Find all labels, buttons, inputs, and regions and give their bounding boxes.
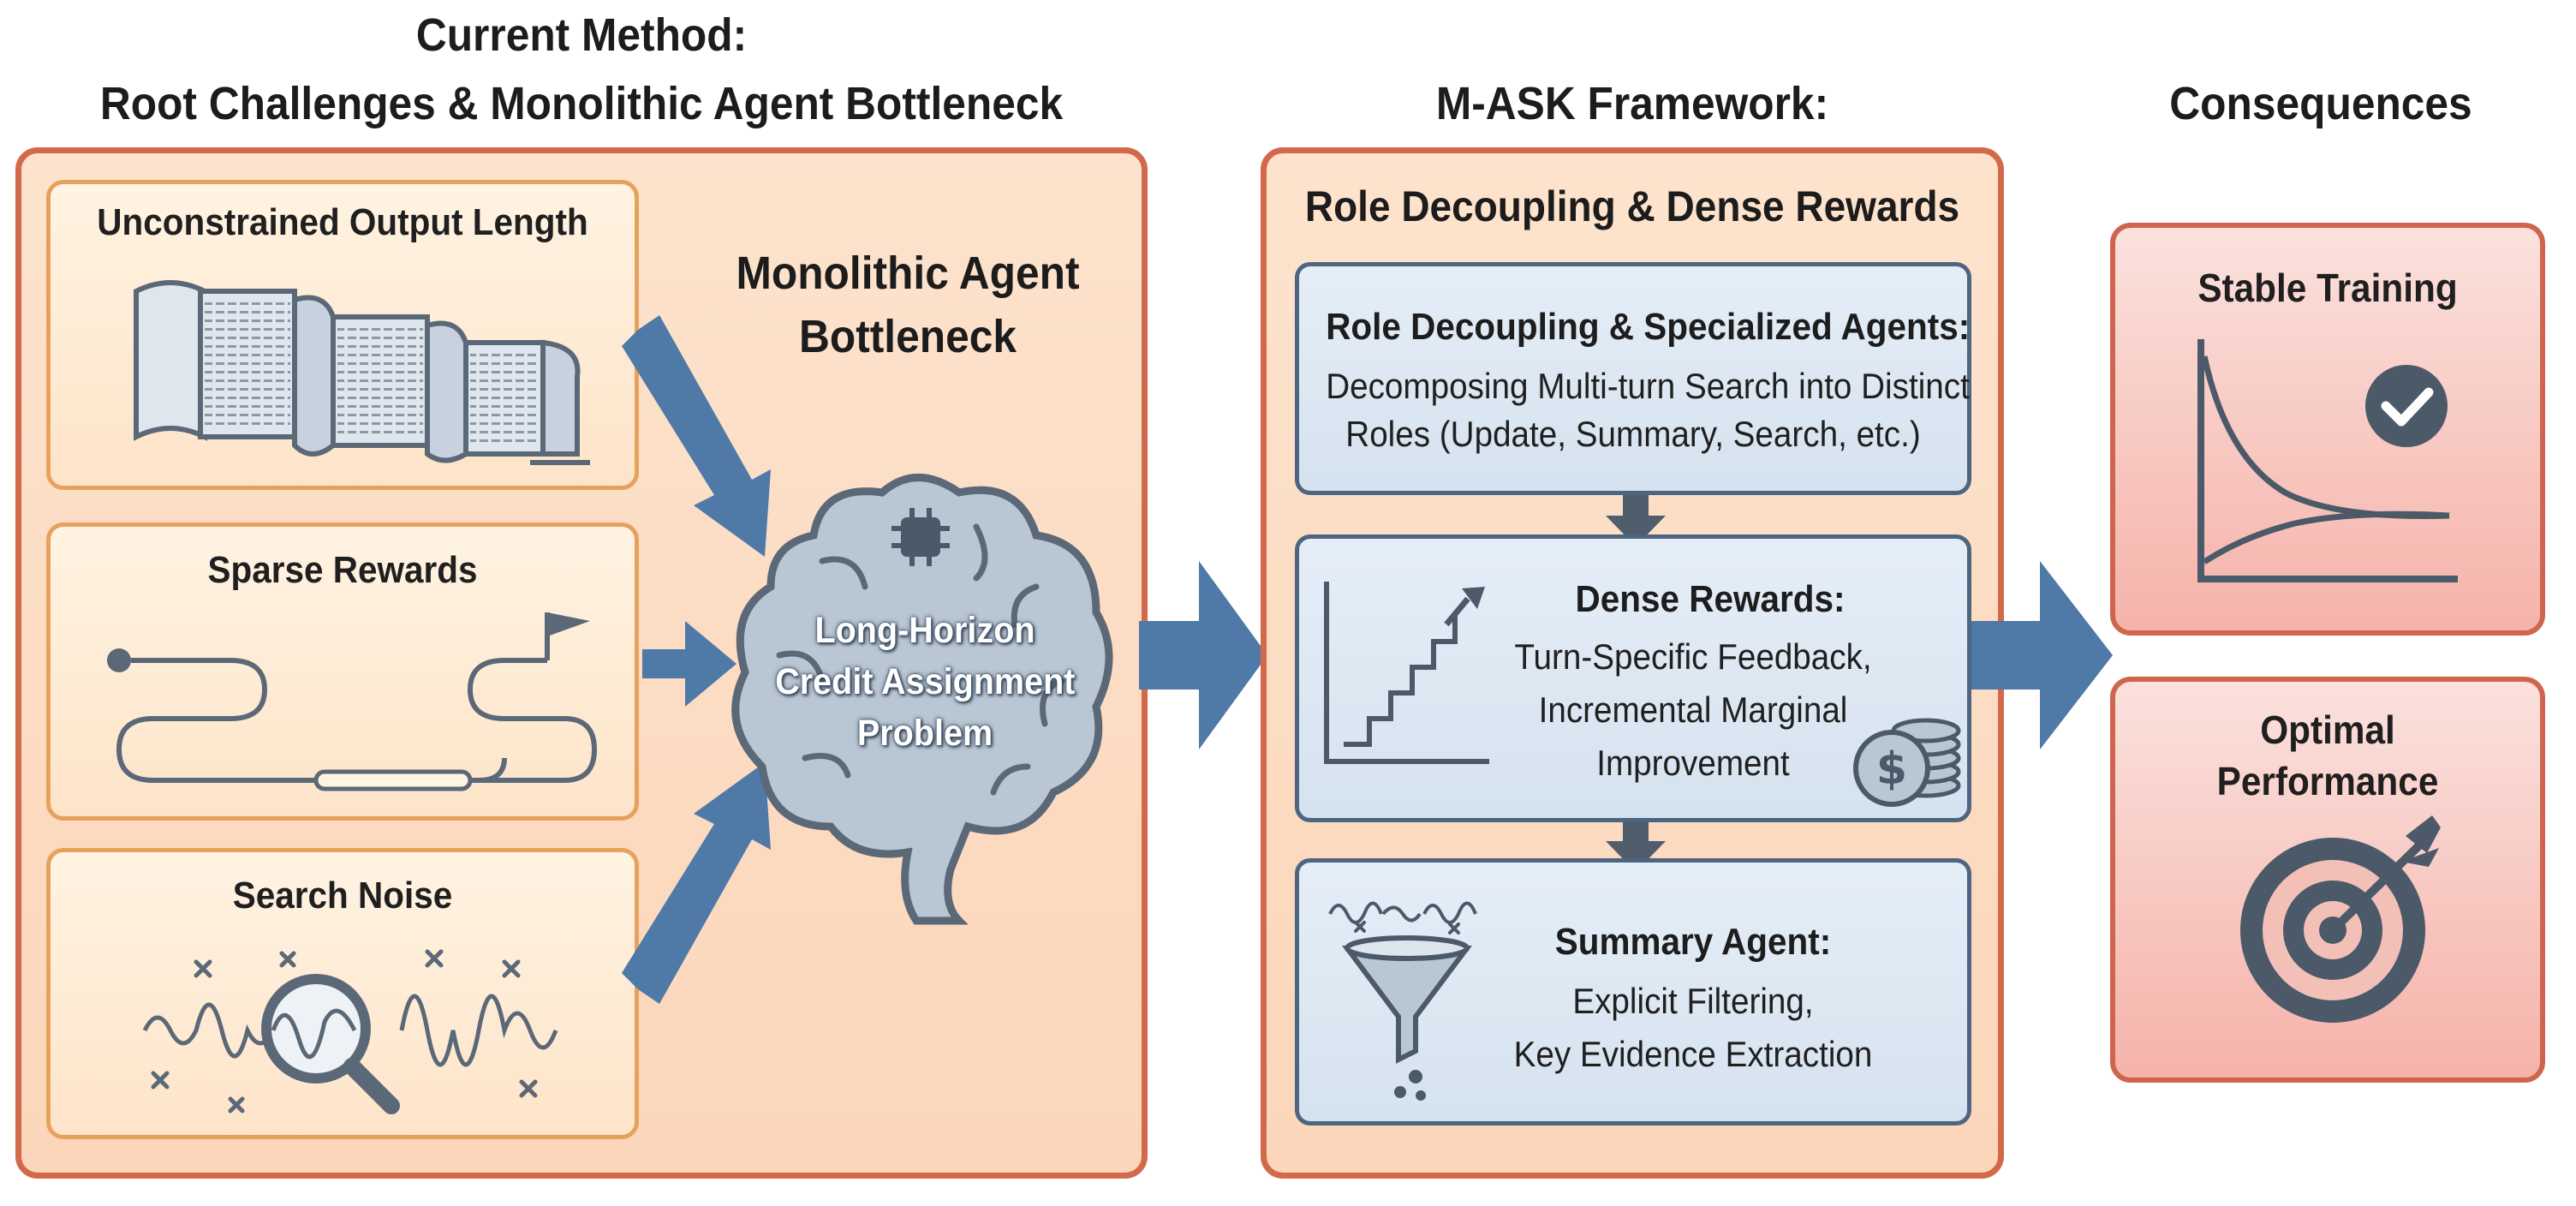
card-title: Summary Agent:: [1554, 921, 1832, 963]
challenge-card-search-noise: Search Noise: [46, 848, 639, 1139]
card-line1: Turn-Specific Feedback,: [1514, 636, 1872, 677]
dollar-coins-icon: $: [1853, 718, 1961, 807]
flow-arrow-to-consequences: [1971, 561, 2113, 749]
challenge-title: Sparse Rewards: [207, 549, 478, 591]
target-dart-icon: [2240, 815, 2441, 1023]
card-line2: Roles (Update, Summary, Search, etc.): [1345, 414, 1921, 454]
card-title: Dense Rewards:: [1575, 578, 1846, 620]
filter-funnel-icon: [1328, 901, 1477, 1101]
left-heading-line2: Root Challenges & Monolithic Agent Bottl…: [99, 78, 1064, 129]
converging-curves-check-icon: [2197, 339, 2458, 582]
left-heading-line1: Current Method:: [415, 9, 748, 61]
winding-path-flag-icon: [107, 612, 598, 791]
brain-label-line2: Credit Assignment: [775, 661, 1076, 702]
outcome-card-stable-training: Stable Training: [2110, 223, 2545, 636]
brain-label-line1: Long-Horizon: [814, 610, 1035, 651]
brain-chip-icon: [731, 474, 1113, 925]
challenge-card-sparse-rewards: Sparse Rewards: [46, 522, 639, 821]
card-line2: Key Evidence Extraction: [1513, 1034, 1873, 1074]
bottleneck-title-line2: Bottleneck: [798, 311, 1017, 362]
right-heading: Consequences: [2169, 78, 2472, 129]
noisy-signal-magnifier-icon: [142, 949, 558, 1114]
challenge-title: Unconstrained Output Length: [97, 201, 588, 243]
framework-card-dense-rewards: $ Dense Rewards: Turn-Specific Feedback,…: [1295, 534, 1971, 822]
card-line1: Explicit Filtering,: [1572, 981, 1814, 1021]
card-title: Role Decoupling & Specialized Agents:: [1326, 306, 1971, 348]
card-line1: Decomposing Multi-turn Search into Disti…: [1326, 366, 1970, 406]
outcome-title: Stable Training: [2197, 266, 2458, 310]
staircase-chart-coins-icon: [1324, 582, 1489, 764]
challenge-title: Search Noise: [232, 875, 453, 916]
framework-subtitle: Role Decoupling & Dense Rewards: [1304, 182, 1960, 230]
framework-card-summary-agent: Summary Agent: Explicit Filtering, Key E…: [1295, 858, 1971, 1125]
bottleneck-title-line1: Monolithic Agent: [736, 248, 1080, 299]
card-line2: Incremental Marginal: [1538, 690, 1848, 730]
challenge-card-output-length: Unconstrained Output Length: [46, 180, 639, 490]
outcome-title-line1: Optimal: [2260, 707, 2395, 752]
framework-card-role-decoupling: Role Decoupling & Specialized Agents: De…: [1295, 262, 1971, 495]
outcome-card-optimal-performance: Optimal Performance: [2110, 677, 2545, 1083]
card-line3: Improvement: [1596, 743, 1790, 783]
flow-arrow-to-framework: [1139, 561, 1267, 749]
svg-text:$: $: [1876, 743, 1907, 795]
outcome-title-line2: Performance: [2216, 759, 2439, 803]
middle-heading: M-ASK Framework:: [1435, 78, 1829, 129]
scroll-document-icon: [134, 280, 590, 465]
brain-label-line3: Problem: [856, 713, 993, 754]
